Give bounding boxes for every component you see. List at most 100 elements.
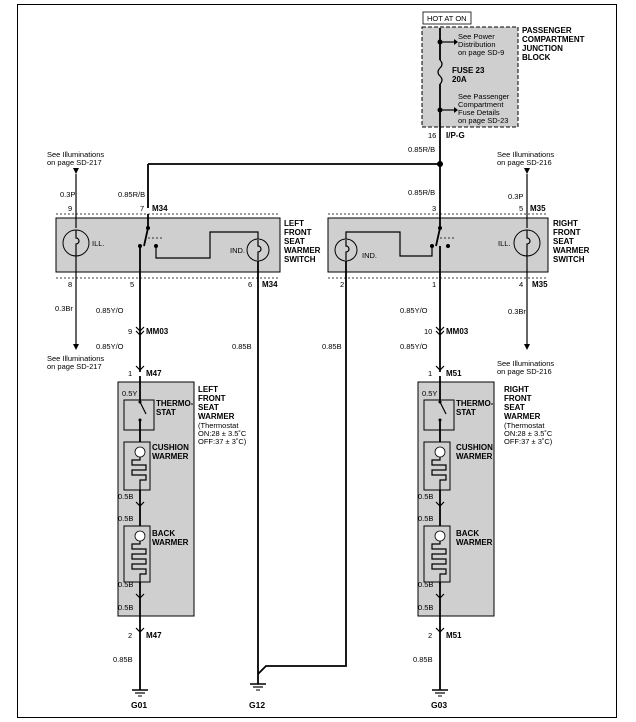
right-cushion-element-icon <box>431 457 447 490</box>
left-wire-085yo-a-label: 0.85Y/O <box>96 306 124 315</box>
left-thermostat-2: STAT <box>156 408 176 417</box>
see-fuse-1: See Passenger <box>458 92 510 101</box>
left-ind-filament-icon <box>257 240 262 260</box>
right-heater-conn-icon-1 <box>435 501 445 507</box>
right-heater-title-2: FRONT <box>504 394 532 403</box>
left-switch-title-2: FRONT <box>284 228 312 237</box>
left-illum-bottom-arrow <box>73 344 79 350</box>
junction-block: HOT AT ON PASSENGER COMPARTMENT JUNCTION… <box>408 11 585 154</box>
left-illum-bottom-1: See Illuminations <box>47 354 104 363</box>
left-gnd-wire: 0.85B <box>113 655 133 664</box>
left-heater-conn-icon-1 <box>135 501 145 507</box>
left-cushion-thermal-icon <box>134 446 146 458</box>
g12-ground-label: G12 <box>249 700 265 710</box>
right-cushion-2: WARMER <box>456 452 493 461</box>
right-thermo-note-1: (Thermostat <box>504 421 545 430</box>
junction-block-title-3: JUNCTION <box>522 44 563 53</box>
right-thermostat-1: THERMO- <box>456 399 494 408</box>
left-conn-bottom: M34 <box>262 280 278 289</box>
right-switch-box <box>327 217 549 273</box>
left-gnd-conn: M47 <box>146 631 162 640</box>
right-back-1: BACK <box>456 529 479 538</box>
right-pin5: 5 <box>519 204 523 213</box>
right-illum-top-2: on page SD-216 <box>497 158 552 167</box>
power-splice <box>437 161 443 167</box>
left-ground-conn-icon <box>135 627 145 633</box>
left-thermo-note-2: ON:28 ± 3.5˚C <box>198 429 247 438</box>
right-heater-conn: M51 <box>446 369 462 378</box>
left-w05b-1: 0.5B <box>118 492 133 501</box>
left-heater-conn: M47 <box>146 369 162 378</box>
right-ill-filament-icon <box>526 230 531 256</box>
see-fuse-4: on page SD-23 <box>458 116 508 125</box>
right-switch-ind-wire <box>345 231 433 257</box>
right-heater-title-3: SEAT <box>504 403 525 412</box>
fuse-pin: 16 <box>428 131 436 140</box>
right-conn-bottom: M35 <box>532 280 548 289</box>
right-ground-label: G03 <box>431 700 447 710</box>
hot-at-on-label: HOT AT ON <box>427 14 467 23</box>
left-cushion-2: WARMER <box>152 452 189 461</box>
see-power-1: See Power <box>458 32 495 41</box>
right-switch-title-2: FRONT <box>553 228 581 237</box>
right-heater-pin: 1 <box>428 369 432 378</box>
left-heater-title-4: WARMER <box>198 412 235 421</box>
hot-at-on-box <box>422 11 472 25</box>
left-back-1: BACK <box>152 529 175 538</box>
left-w05b-3: 0.5B <box>118 580 133 589</box>
right-wire-03br-label: 0.3Br <box>508 307 526 316</box>
left-ill-filament-icon <box>75 230 80 256</box>
left-switch-title-1: LEFT <box>284 219 304 228</box>
junction-block-title-4: BLOCK <box>522 53 551 62</box>
right-wire-05y-label: 0.5Y <box>422 389 437 398</box>
right-back-2: WARMER <box>456 538 493 547</box>
see-fuse-3: Fuse Details <box>458 108 500 117</box>
right-thermostat-blade <box>439 401 447 415</box>
right-wire-to-g12 <box>257 278 347 675</box>
right-cushion-1: CUSHION <box>456 443 493 452</box>
left-mm-conn: MM03 <box>146 327 169 336</box>
right-w05b-1: 0.5B <box>418 492 433 501</box>
left-heater: LEFT FRONT SEAT WARMER (Thermostat ON:28… <box>113 376 247 710</box>
right-heater-title-1: RIGHT <box>504 385 529 394</box>
see-fuse-arrowhead <box>454 107 458 113</box>
left-ground-label: G01 <box>131 700 147 710</box>
right-illum-bottom-arrow <box>524 344 530 350</box>
right-thermostat-pivot <box>438 400 442 404</box>
right-ill-label: ILL. <box>498 239 511 248</box>
right-switch: See Illuminations on page SD-216 0.3P 0.… <box>327 150 590 376</box>
left-heater-pin: 1 <box>128 369 132 378</box>
left-switch-box <box>55 217 281 273</box>
left-gnd-pin: 2 <box>128 631 132 640</box>
left-switch-ind-wire <box>155 231 259 259</box>
left-illum-top-arrow <box>73 168 79 174</box>
right-illum-bottom-2: on page SD-216 <box>497 367 552 376</box>
right-back-element-icon <box>431 541 447 584</box>
right-mm-pin: 10 <box>424 327 432 336</box>
right-mm-conn: MM03 <box>446 327 469 336</box>
left-w05b-2: 0.5B <box>118 514 133 523</box>
right-switch-title-3: SEAT <box>553 237 574 246</box>
left-switch-title-4: WARMER <box>284 246 321 255</box>
right-w05b-2: 0.5B <box>418 514 433 523</box>
right-gnd-pin: 2 <box>428 631 432 640</box>
left-wire-085rb-label: 0.85R/B <box>118 190 145 199</box>
right-wire-085yo-a-label: 0.85Y/O <box>400 306 428 315</box>
left-thermostat-1: THERMO- <box>156 399 194 408</box>
right-w05b-3: 0.5B <box>418 580 433 589</box>
left-back-2: WARMER <box>152 538 189 547</box>
right-gnd-conn: M51 <box>446 631 462 640</box>
left-thermostat-box <box>123 399 155 431</box>
left-wire-085yo-b-label: 0.85Y/O <box>96 342 124 351</box>
left-pin5: 5 <box>130 280 134 289</box>
right-heater: RIGHT FRONT SEAT WARMER (Thermostat ON:2… <box>413 376 553 710</box>
left-pin6: 6 <box>248 280 252 289</box>
left-pin7: 7 <box>140 204 144 213</box>
left-thermostat-pivot <box>138 400 142 404</box>
right-switch-contact-b <box>446 244 450 248</box>
right-switch-title-5: SWITCH <box>553 255 585 264</box>
right-wire-085rb-label: 0.85R/B <box>408 188 435 197</box>
left-back-element-icon <box>131 541 147 584</box>
left-pin9: 9 <box>68 204 72 213</box>
